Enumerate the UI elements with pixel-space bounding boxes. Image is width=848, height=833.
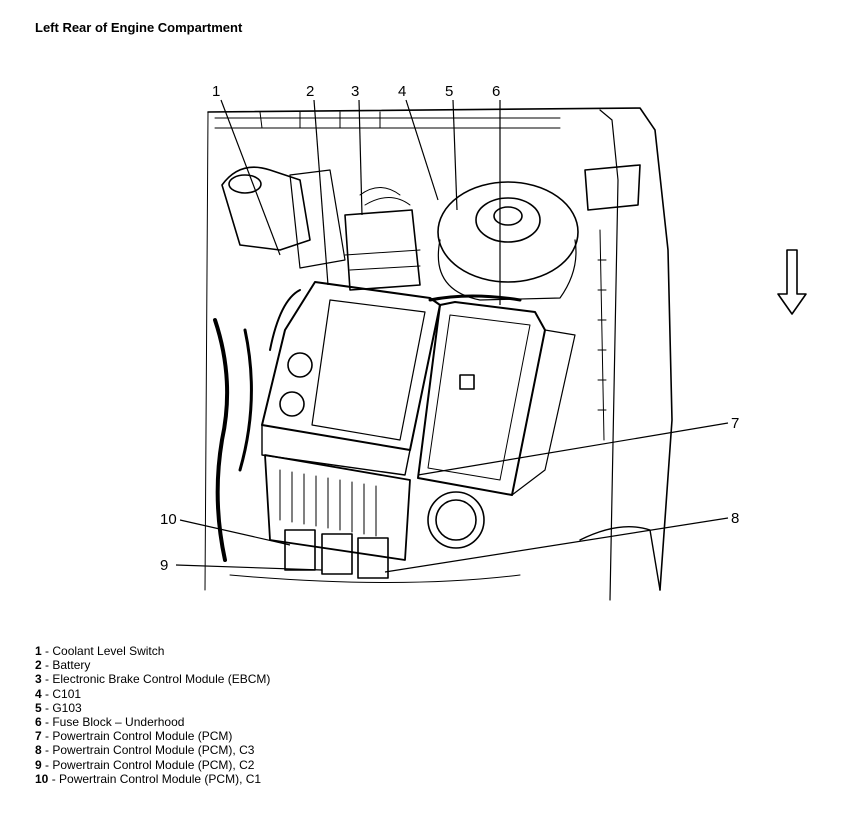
page-title: Left Rear of Engine Compartment [35,20,243,35]
legend-item: 7 - Powertrain Control Module (PCM) [35,729,233,744]
callout-10: 10 [160,511,177,528]
legend-item: 9 - Powertrain Control Module (PCM), C2 [35,757,255,772]
callout-8: 8 [731,510,739,527]
legend-item: 3 - Electronic Brake Control Module (EBC… [35,672,271,687]
down-arrow-icon [777,249,807,315]
ebcm-body [344,209,421,291]
parts-legend: 1 - Coolant Level Switch 2 - Battery 3 -… [35,644,270,786]
leader-lines [175,99,729,573]
callout-6: 6 [492,83,500,100]
fuse-block-outline [417,301,546,496]
pcm-connector-c2 [321,533,353,575]
callout-4: 4 [398,83,406,100]
callout-5: 5 [445,83,453,100]
strut-tower [437,181,579,283]
engine-compartment-illustration: 1 2 3 4 5 6 7 8 9 10 [160,83,807,601]
callout-1: 1 [212,83,220,100]
fender-outline [207,107,673,591]
legend-item: 1 - Coolant Level Switch [35,644,165,658]
callout-9: 9 [160,557,168,574]
callout-3: 3 [351,83,359,100]
legend-item: 10 - Powertrain Control Module (PCM), C1 [35,771,262,786]
fender-bracket [584,164,641,211]
callout-2: 2 [306,83,314,100]
legend-item: 2 - Battery [35,658,91,673]
coolant-reservoir [221,166,311,251]
legend-item: 6 - Fuse Block – Underhood [35,715,185,730]
legend-item: 8 - Powertrain Control Module (PCM), C3 [35,743,255,758]
pcm-connector-c1 [284,529,316,571]
pcm-outline [264,454,411,561]
legend-item: 5 - G103 [35,700,82,715]
pcm-connector-c3 [357,537,389,579]
callout-7: 7 [731,415,739,432]
legend-item: 4 - C101 [35,686,82,701]
reservoir-cap [427,491,485,549]
